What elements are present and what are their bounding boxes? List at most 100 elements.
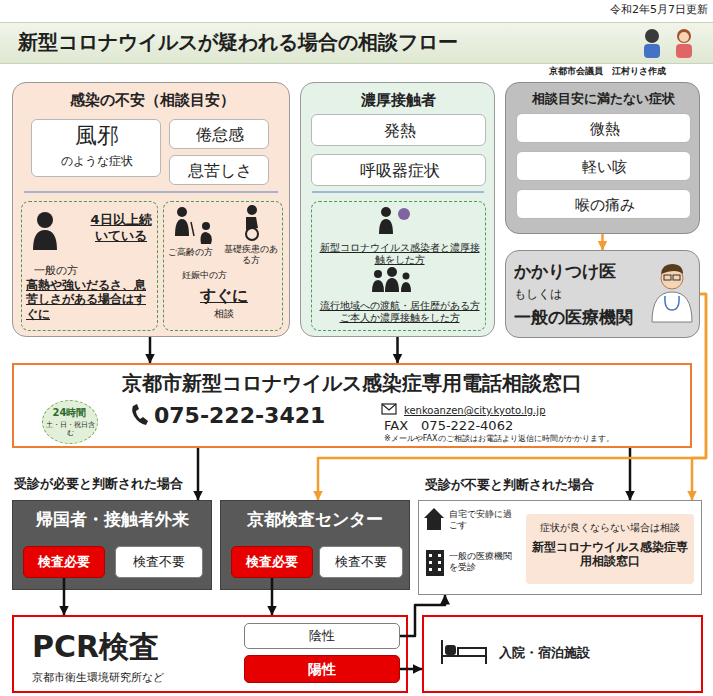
box-heading: 陰性	[245, 628, 399, 644]
symptom-box: 息苦しさ	[169, 155, 269, 185]
category-panel: 感染の不安（相談目安） 風邪のような症状倦怠感息苦しさ一般の方 4日以上続いている高…	[12, 82, 290, 337]
box-text: 基礎疾患のある方	[220, 244, 282, 266]
box-text: 土・日・祝日含む	[45, 421, 95, 438]
status-button: 陽性	[244, 655, 400, 683]
flow-arrow	[149, 337, 152, 363]
status-button: 検査不要	[319, 546, 403, 578]
category-panel: 濃厚接触者発熱呼吸器症状新型コロナウイルス感染者と濃厚接触をした方流行地域への渡…	[300, 82, 495, 337]
target-group-box: 新型コロナウイルス感染者と濃厚接触をした方流行地域への渡航・居住歴がある方ご本人…	[311, 201, 486, 331]
status-button: 検査不要	[115, 546, 203, 578]
box-heading: 息苦しさ	[170, 161, 270, 180]
flow-arrow	[318, 294, 706, 500]
box-text: 新型コロナウイルス感染症専用相談窓口	[530, 540, 690, 569]
note-box: 症状が良くならない場合は相談新型コロナウイルス感染症専用相談窓口	[526, 514, 694, 584]
target-group-box: ご高齢の方基礎疾患のある方妊娠中の方すぐに相談	[163, 201, 283, 331]
box-text: 一般の医療機関を受診	[449, 551, 519, 573]
symptom-box: 発熱	[311, 114, 486, 146]
risk-group-icons	[175, 205, 258, 244]
symptom-box: 微熱	[516, 113, 691, 143]
note-label: 受診が必要と判断された場合	[14, 476, 189, 492]
status-button: 検査必要	[231, 546, 313, 578]
box-heading: 24時間	[43, 407, 96, 419]
author-figures	[644, 29, 692, 58]
title: 新型コロナウイルスが疑われる場合の相談フロー	[18, 30, 578, 54]
phone-icon	[132, 404, 148, 425]
box-text: 妊娠中の方	[174, 270, 234, 281]
hours-badge: 24時間土・日・祝日含む	[42, 400, 98, 444]
box-text: すぐに	[164, 286, 284, 305]
box-heading: 入院・宿泊施設	[499, 645, 689, 661]
box-heading: 軽い咳	[517, 158, 692, 176]
box-heading: 呼吸器症状	[312, 161, 487, 180]
doctor-icon	[652, 264, 692, 322]
box-heading: 京都市新型コロナウイルス感染症専用電話相談窓口	[14, 371, 690, 395]
box-text: 相談	[164, 308, 284, 320]
symptom-box: 喉の痛み	[516, 189, 691, 219]
box-heading: 濃厚接触者	[301, 91, 496, 109]
flow-arrow	[400, 595, 445, 636]
flow-arrow	[63, 578, 66, 615]
hotline-box: 京都市新型コロナウイルス感染症専用電話相談窓口 075-222-3421 kenko…	[12, 363, 692, 448]
box-text: もしくは	[514, 287, 649, 301]
target-group-box: 一般の方 4日以上続いている高熱や強いだるさ、息苦しさがある場合はすぐに	[21, 201, 158, 331]
flow-arrow	[271, 578, 274, 615]
box-heading: 検査必要	[24, 554, 104, 570]
clinic-panel: 京都検査センター検査必要検査不要	[220, 500, 410, 590]
box-heading: 検査必要	[232, 554, 312, 570]
bed-icon	[442, 640, 486, 664]
box-heading: 発熱	[312, 121, 487, 140]
building-icon	[426, 550, 444, 576]
box-heading: 京都検査センター	[221, 509, 409, 529]
status-button: 検査必要	[23, 546, 105, 578]
box-heading: 喉の痛み	[517, 196, 692, 214]
box-heading: 風邪	[32, 123, 162, 149]
box-text: 自宅で安静に過ごす	[449, 509, 519, 531]
box-heading: かかりつけ医	[514, 261, 649, 281]
box-heading: 帰国者・接触者外来	[13, 509, 211, 529]
box-heading: 検査不要	[320, 554, 402, 570]
box-text: 一般の医療機関	[514, 307, 654, 327]
box-heading: 微熱	[517, 120, 692, 138]
contact-icons	[372, 207, 411, 292]
result-box: PCR検査京都市衛生環境研究所など 陰性陽性	[12, 615, 408, 693]
box-heading: PCR検査	[32, 629, 242, 665]
note-label: 令和2年5月7日更新	[600, 3, 708, 16]
box-text: 高熱や強いだるさ、息苦しさがある場合はすぐに	[26, 278, 155, 321]
box-heading: 検査不要	[116, 554, 202, 570]
status-button: 陰性	[244, 623, 400, 649]
flow-arrow	[629, 448, 632, 500]
house-icon	[424, 508, 444, 530]
flow-arrow	[692, 294, 706, 500]
box-text: 流行地域への渡航・居住歴がある方ご本人か濃厚接触をした方	[316, 300, 483, 324]
note-label: 京都市会議員 江村りさ作成	[500, 66, 666, 77]
box-heading: 感染の不安（相談目安）	[13, 91, 291, 109]
symptom-box: 軽い咳	[516, 151, 691, 181]
box-heading: 相談目安に満たない症状	[506, 91, 701, 107]
clinic-panel: 帰国者・接触者外来検査必要検査不要	[12, 500, 212, 590]
box-heading: 症状が良くならない場合は相談	[530, 522, 690, 534]
mail-icon	[382, 404, 396, 414]
box-text: kenkoanzen@city.kyoto.lg.jp	[404, 405, 664, 417]
flow-arrow	[400, 668, 422, 671]
symptom-box: 呼吸器症状	[311, 154, 486, 186]
flow-arrow	[197, 448, 200, 500]
box-text: 京都市衛生環境研究所など	[32, 671, 242, 684]
box-heading: 受診が不要と判断された場合	[425, 477, 625, 493]
symptom-box: 風邪のような症状	[31, 119, 161, 177]
box-heading: 新型コロナウイルス感染者と濃厚接触をした方	[316, 242, 483, 266]
box-heading: 一般の方	[26, 264, 86, 277]
box-text: 4日以上続いている	[86, 212, 156, 243]
separator-lines	[24, 192, 484, 193]
flow-arrow	[396, 337, 399, 363]
person-icon	[33, 212, 57, 250]
box-text: FAX 075-222-4062	[384, 418, 644, 434]
box-heading: 倦怠感	[170, 125, 270, 144]
category-panel: 相談目安に満たない症状微熱軽い咳喉の痛み	[505, 82, 700, 234]
flow-arrow	[601, 234, 604, 250]
symptom-box: 倦怠感	[169, 119, 269, 149]
result-box: 入院・宿泊施設	[422, 615, 703, 693]
clinic-box: かかりつけ医もしくは一般の医療機関	[505, 250, 700, 338]
box-text: 075-222-3421	[154, 403, 354, 429]
box-text: のような症状	[32, 154, 162, 168]
